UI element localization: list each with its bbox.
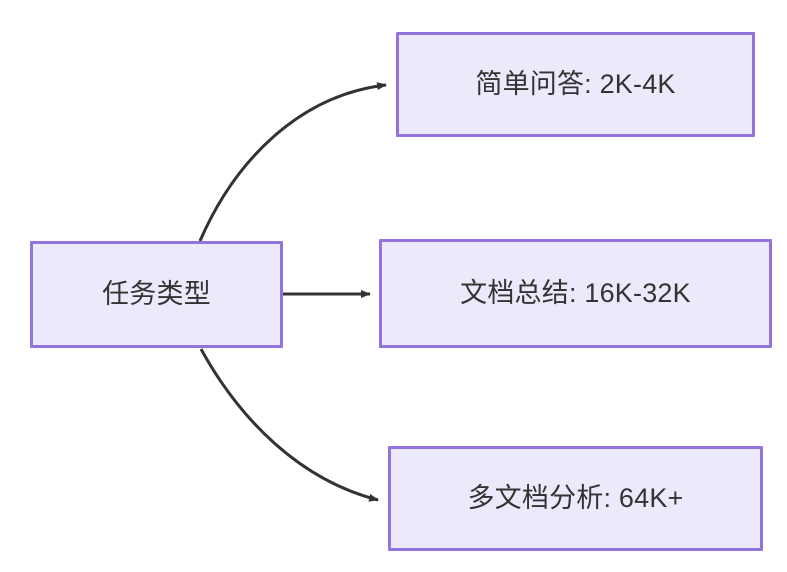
node-task-type-label: 任务类型 bbox=[102, 279, 211, 310]
edge-root-to-simple-qa bbox=[198, 82, 387, 242]
node-simple-qa[interactable]: 简单问答: 2K-4K bbox=[396, 32, 755, 137]
node-doc-summary-label: 文档总结: 16K-32K bbox=[460, 278, 691, 309]
node-simple-qa-label: 简单问答: 2K-4K bbox=[475, 69, 676, 100]
node-task-type[interactable]: 任务类型 bbox=[30, 241, 283, 348]
edge-root-to-multidoc-analysis bbox=[199, 348, 379, 502]
node-multidoc-analysis-label: 多文档分析: 64K+ bbox=[467, 483, 684, 514]
node-multidoc-analysis[interactable]: 多文档分析: 64K+ bbox=[388, 446, 763, 551]
node-doc-summary[interactable]: 文档总结: 16K-32K bbox=[379, 239, 772, 348]
